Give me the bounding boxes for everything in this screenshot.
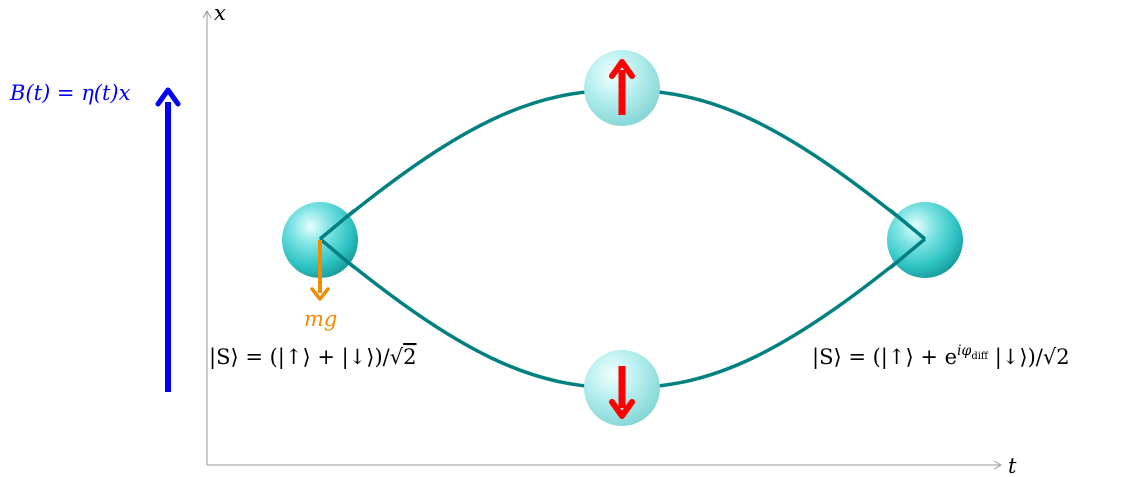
initial-state-radicand: 2 <box>403 345 416 369</box>
final-state-root: √ <box>1043 345 1057 369</box>
spin-up-arrow-head <box>609 59 635 79</box>
t-axis-arrowhead <box>993 460 1003 470</box>
gravity-arrow-head <box>310 287 330 301</box>
upper-path-overlay-left <box>318 208 357 241</box>
final-state-label: |S⟩ = (|↑⟩ + eiφdiff |↓⟩)/√2 <box>812 343 1070 370</box>
x-axis-label: x <box>214 1 226 25</box>
final-state-radicand: 2 <box>1056 345 1069 369</box>
final-state-text: |S⟩ = (|↑⟩ + e <box>812 345 957 370</box>
initial-state-text: |S⟩ = (|↑⟩ + |↓⟩)/ <box>209 345 391 370</box>
svg-text:|S⟩ = (|↑⟩ + |↓⟩)/√2: |S⟩ = (|↑⟩ + |↓⟩)/√2 <box>209 345 417 370</box>
lower-path-overlay-left <box>318 237 357 270</box>
gravity-label: mg <box>304 307 337 331</box>
svg-text:|S⟩ = (|↑⟩ + eiφdiff |↓⟩)/√2: |S⟩ = (|↑⟩ + eiφdiff |↓⟩)/√2 <box>812 343 1070 370</box>
spin-arrows <box>609 59 635 419</box>
gravity: mg <box>304 240 337 331</box>
final-state-text-end: |↓⟩)/ <box>988 345 1044 370</box>
magnetic-field: B(t) = η(t)x <box>9 81 181 392</box>
spin-down-arrow-head <box>609 399 635 419</box>
interferometer-paths <box>318 88 927 390</box>
lower-path-overlay-right <box>888 237 927 270</box>
axes: x t <box>202 1 1017 477</box>
t-axis-label: t <box>1008 454 1017 477</box>
field-arrow-head <box>155 87 181 107</box>
final-state-exponent-sub: diff <box>971 351 989 362</box>
initial-state-root: √ <box>390 345 404 369</box>
final-state-exponent: iφ <box>957 343 971 359</box>
path-overlays <box>318 208 927 270</box>
initial-state-label: |S⟩ = (|↑⟩ + |↓⟩)/√2 <box>209 345 417 370</box>
upper-path-overlay-right <box>888 208 927 241</box>
x-axis-arrowhead <box>202 9 212 19</box>
field-label: B(t) = η(t)x <box>9 81 131 105</box>
